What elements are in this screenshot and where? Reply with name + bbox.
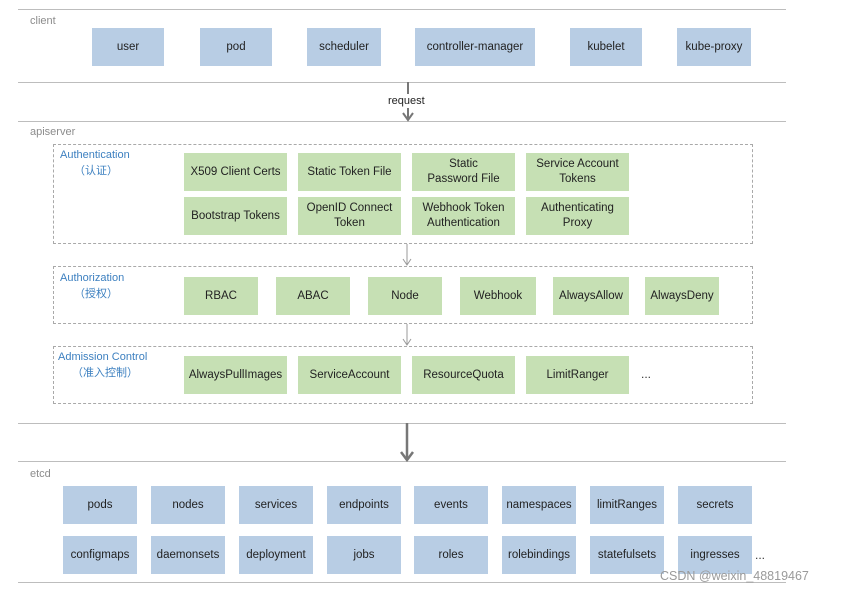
authz-node: Node <box>368 277 442 315</box>
admission-limitranger: LimitRanger <box>526 356 629 394</box>
etcd-more-ellipsis: ... <box>755 548 766 562</box>
authz-alwaysdeny: AlwaysDeny <box>645 277 719 315</box>
admission-alwayspullimages: AlwaysPullImages <box>184 356 287 394</box>
etcd-nodes: nodes <box>151 486 225 524</box>
etcd-pods: pods <box>63 486 137 524</box>
apiserver-section-label: apiserver <box>30 126 76 138</box>
etcd-daemonsets: daemonsets <box>151 536 225 574</box>
client-section-label: client <box>30 15 56 27</box>
admission-control-subtitle: （准入控制） <box>72 366 138 379</box>
csdn-watermark: CSDN @weixin_48819467 <box>660 569 809 583</box>
authz-rbac: RBAC <box>184 277 258 315</box>
etcd-secrets: secrets <box>678 486 752 524</box>
authz-alwaysallow: AlwaysAllow <box>553 277 629 315</box>
etcd-ingresses: ingresses <box>678 536 752 574</box>
etcd-roles: roles <box>414 536 488 574</box>
admission-resourcequota: ResourceQuota <box>412 356 515 394</box>
authz-abac: ABAC <box>276 277 350 315</box>
separator-apiserver-bottom <box>18 423 786 424</box>
etcd-statefulsets: statefulsets <box>590 536 664 574</box>
client-controller-manager: controller-manager <box>415 28 535 66</box>
admission-control-title: Admission Control <box>58 351 148 363</box>
auth-service-account-tokens: Service Account Tokens <box>526 153 629 191</box>
admission-control-group <box>53 346 753 404</box>
request-label: request <box>388 95 425 107</box>
etcd-limitranges: limitRanges <box>590 486 664 524</box>
etcd-rolebindings: rolebindings <box>502 536 576 574</box>
authorization-subtitle: （授权） <box>74 287 118 300</box>
authentication-label: Authentication （认证） <box>60 148 130 180</box>
arrow-authorization-to-admission <box>402 324 412 346</box>
admission-more-ellipsis: ... <box>641 367 652 381</box>
etcd-deployment: deployment <box>239 536 313 574</box>
etcd-events: events <box>414 486 488 524</box>
client-kubelet: kubelet <box>570 28 642 66</box>
separator-bottom <box>18 582 786 583</box>
authorization-label: Authorization （授权） <box>60 271 124 303</box>
etcd-jobs: jobs <box>327 536 401 574</box>
separator-etcd-top <box>18 461 786 462</box>
etcd-services: services <box>239 486 313 524</box>
authz-webhook: Webhook <box>460 277 536 315</box>
separator-client-bottom <box>18 82 786 83</box>
separator-apiserver-top <box>18 121 786 122</box>
authentication-group <box>53 144 753 244</box>
auth-static-token-file: Static Token File <box>298 153 401 191</box>
auth-bootstrap-tokens: Bootstrap Tokens <box>184 197 287 235</box>
etcd-section-label: etcd <box>30 468 51 480</box>
authentication-subtitle: （认证） <box>74 164 118 177</box>
arrow-apiserver-to-etcd <box>400 423 414 463</box>
separator-top <box>18 9 786 10</box>
auth-x509-client-certs: X509 Client Certs <box>184 153 287 191</box>
auth-openid-connect-token: OpenID Connect Token <box>298 197 401 235</box>
auth-authenticating-proxy: Authenticating Proxy <box>526 197 629 235</box>
client-scheduler: scheduler <box>307 28 381 66</box>
etcd-namespaces: namespaces <box>502 486 576 524</box>
admission-control-label: Admission Control （准入控制） <box>58 350 147 382</box>
authentication-title: Authentication <box>60 149 130 161</box>
etcd-configmaps: configmaps <box>63 536 137 574</box>
admission-serviceaccount: ServiceAccount <box>298 356 401 394</box>
auth-static-password-file: Static Password File <box>412 153 515 191</box>
authorization-title: Authorization <box>60 272 125 284</box>
auth-webhook-token-authentication: Webhook Token Authentication <box>412 197 515 235</box>
authorization-group <box>53 266 753 324</box>
client-kube-proxy: kube-proxy <box>677 28 751 66</box>
arrow-authentication-to-authorization <box>402 244 412 266</box>
client-user: user <box>92 28 164 66</box>
etcd-endpoints: endpoints <box>327 486 401 524</box>
client-pod: pod <box>200 28 272 66</box>
request-arrow <box>402 82 414 122</box>
